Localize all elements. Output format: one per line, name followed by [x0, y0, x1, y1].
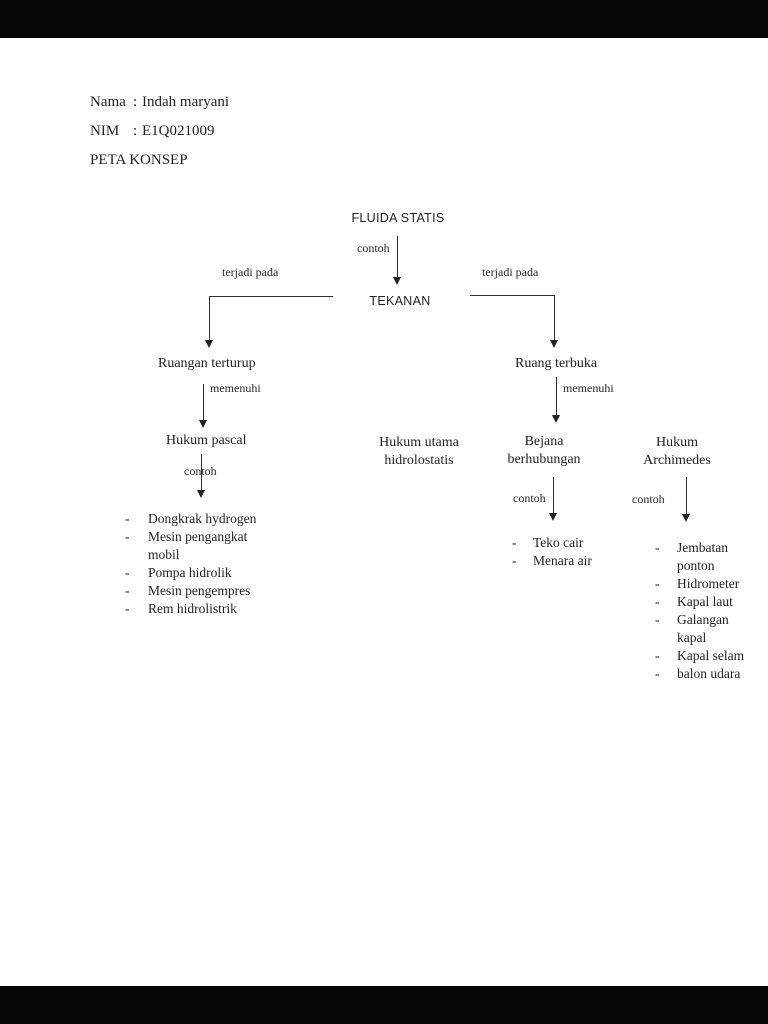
- connector-contoh-pascal-line: [201, 454, 202, 490]
- dash-bullet: -: [655, 540, 660, 555]
- arrowhead-down-icon: [199, 420, 207, 428]
- list-item: - Pompa hidrolik: [125, 564, 260, 582]
- node-fluida-statis: FLUIDA STATIS: [351, 211, 445, 225]
- edge-label-contoh-root: contoh: [357, 241, 390, 255]
- list-item-label: Rem hidrolistrik: [148, 601, 237, 616]
- list-item: - Galangan kapal: [655, 611, 751, 647]
- student-nim-row: NIM : E1Q021009: [90, 123, 215, 140]
- edge-label-contoh-bejana: contoh: [513, 491, 546, 505]
- edge-label-contoh-pascal: contoh: [184, 464, 217, 479]
- archimedes-example-list: - Jembatan ponton - Hidrometer - Kapal l…: [655, 539, 751, 683]
- dash-bullet: -: [125, 583, 130, 598]
- arrowhead-down-icon: [550, 340, 558, 348]
- arrowhead-down-icon: [682, 514, 690, 522]
- name-separator: :: [133, 94, 138, 110]
- list-item: - Rem hidrolistrik: [125, 600, 260, 618]
- bejana-example-list: - Teko cair - Menara air: [512, 534, 592, 570]
- node-line: Archimedes: [643, 453, 711, 468]
- node-line: Hukum utama: [379, 435, 459, 450]
- dash-bullet: -: [655, 666, 660, 681]
- node-hukum-archimedes: Hukum Archimedes: [643, 434, 711, 470]
- arrowhead-down-icon: [549, 513, 557, 521]
- list-item: - Kapal selam: [655, 647, 751, 665]
- node-ruangan-terturup: Ruangan terturup: [158, 356, 256, 371]
- list-item: - Mesin pengempres: [125, 582, 260, 600]
- list-item-label: Dongkrak hydrogen: [148, 511, 257, 526]
- nim-separator: :: [133, 123, 138, 139]
- edge-label-memenuhi-right: memenuhi: [563, 381, 614, 395]
- list-item-label: Hidrometer: [677, 576, 740, 591]
- list-item: - Jembatan ponton: [655, 539, 751, 575]
- nim-value: E1Q021009: [142, 123, 215, 139]
- connector-contoh-archimedes-line: [686, 477, 687, 514]
- edge-label-contoh-archimedes: contoh: [632, 492, 665, 506]
- nim-label: NIM: [90, 123, 120, 139]
- list-item: - Kapal laut: [655, 593, 751, 611]
- name-value: Indah maryani: [142, 94, 230, 110]
- node-tekanan: TEKANAN: [369, 294, 431, 308]
- dash-bullet: -: [655, 594, 660, 609]
- letterbox-top: [0, 0, 768, 38]
- dash-bullet: -: [512, 553, 517, 568]
- node-line: Bejana: [524, 434, 564, 449]
- letterbox-bottom: [0, 986, 768, 1024]
- connector-root-line: [397, 236, 398, 278]
- dash-bullet: -: [512, 535, 517, 550]
- node-hukum-pascal: Hukum pascal: [166, 433, 247, 448]
- arrowhead-down-icon: [205, 340, 213, 348]
- connector-left-horizontal: [209, 296, 333, 297]
- list-item-label: Kapal laut: [677, 594, 733, 609]
- student-name-row: Nama : Indah maryani: [90, 94, 229, 111]
- connector-right-horizontal: [470, 295, 554, 296]
- connector-memenuhi-left-line: [203, 384, 204, 420]
- edge-label-terjadi-pada-left: terjadi pada: [222, 265, 279, 279]
- page-title: PETA KONSEP: [90, 152, 188, 168]
- dash-bullet: -: [125, 511, 130, 526]
- node-hukum-utama-hidrolostatis: Hukum utama hidrolostatis: [379, 434, 459, 470]
- node-line: berhubungan: [507, 452, 581, 467]
- list-item-label: Pompa hidrolik: [148, 565, 232, 580]
- list-item-label: balon udara: [677, 666, 741, 681]
- list-item: - Teko cair: [512, 534, 592, 552]
- edge-label-terjadi-pada-right: terjadi pada: [482, 265, 539, 279]
- dash-bullet: -: [125, 565, 130, 580]
- list-item-label: Galangan kapal: [677, 612, 729, 645]
- list-item-label: Kapal selam: [677, 648, 745, 663]
- node-line: Hukum: [656, 435, 698, 450]
- list-item-label: Mesin pengempres: [148, 583, 251, 598]
- arrowhead-down-icon: [393, 277, 401, 285]
- dash-bullet: -: [655, 576, 660, 591]
- name-label: Nama: [90, 94, 126, 110]
- list-item: - Hidrometer: [655, 575, 751, 593]
- list-item: - balon udara: [655, 665, 751, 683]
- list-item: - Menara air: [512, 552, 592, 570]
- list-item: - Mesin pengangkat mobil: [125, 528, 260, 564]
- list-item: - Dongkrak hydrogen: [125, 510, 260, 528]
- edge-label-memenuhi-left: memenuhi: [210, 381, 261, 395]
- list-item-label: Teko cair: [533, 535, 584, 550]
- arrowhead-down-icon: [197, 490, 205, 498]
- dash-bullet: -: [655, 648, 660, 663]
- connector-memenuhi-right-line: [556, 377, 557, 415]
- dash-bullet: -: [655, 612, 660, 627]
- list-item-label: Mesin pengangkat mobil: [148, 529, 248, 562]
- arrowhead-down-icon: [552, 415, 560, 423]
- node-bejana-berhubungan: Bejana berhubungan: [507, 433, 580, 469]
- connector-contoh-bejana-line: [553, 477, 554, 513]
- dash-bullet: -: [125, 601, 130, 616]
- connector-left-vertical: [209, 296, 210, 340]
- list-item-label: Jembatan ponton: [677, 540, 728, 573]
- pascal-example-list: - Dongkrak hydrogen - Mesin pengangkat m…: [125, 510, 260, 618]
- node-line: hidrolostatis: [384, 453, 454, 468]
- node-ruang-terbuka: Ruang terbuka: [515, 356, 598, 371]
- connector-right-vertical: [554, 295, 555, 340]
- dash-bullet: -: [125, 529, 130, 544]
- list-item-label: Menara air: [533, 553, 592, 568]
